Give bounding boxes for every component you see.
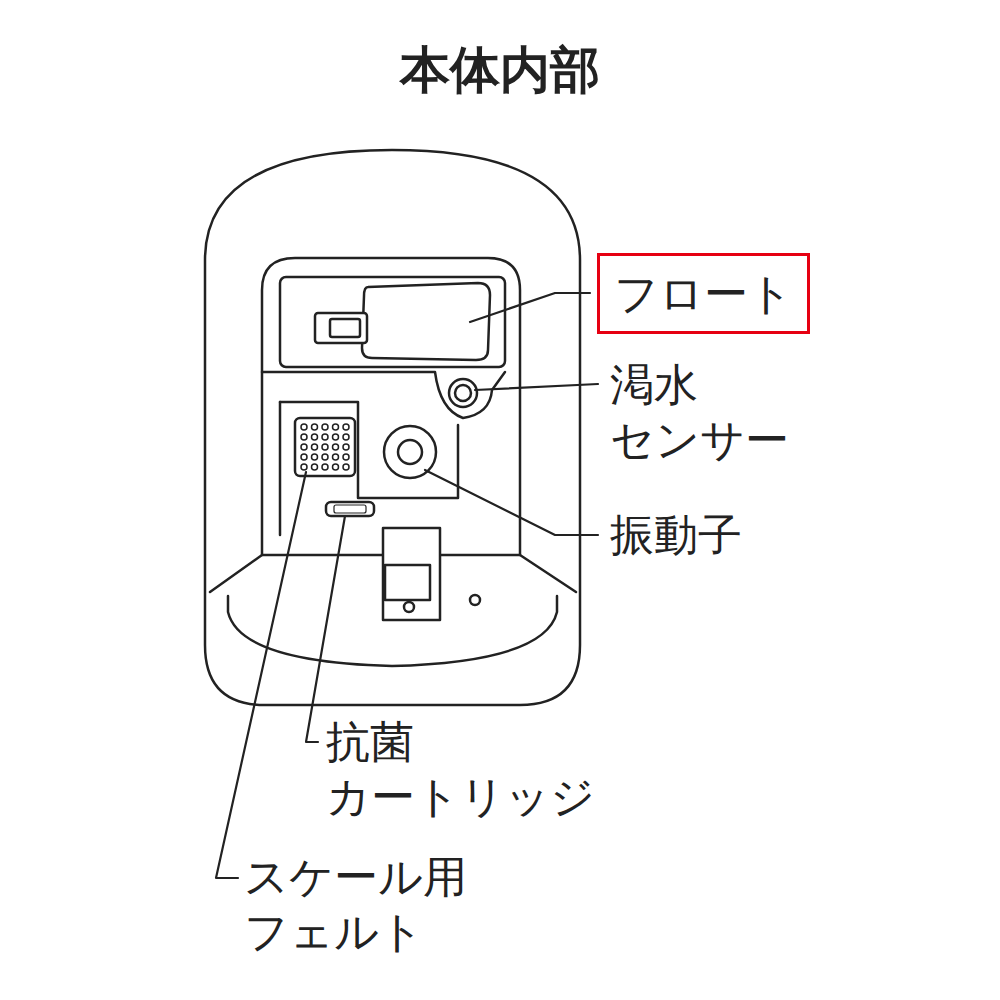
felt-dot [312,444,318,450]
tab [383,528,440,620]
part-label: フロート [614,266,793,321]
felt-dot [322,434,328,440]
leader-line [470,293,590,322]
cartridge-inner [334,505,366,513]
felt-dot [312,434,318,440]
felt-dots [301,424,349,470]
felt-dot [333,454,339,460]
felt-dot [333,444,339,450]
felt-dot [343,454,349,460]
felt-dot [333,434,339,440]
divider [262,372,505,418]
felt-dot [343,444,349,450]
felt-dot [322,464,328,470]
felt-dot [312,424,318,430]
title: 本体内部 [400,40,600,100]
base-hole [470,595,480,605]
felt-dot [322,444,328,450]
felt-dot [312,464,318,470]
felt-dot [343,464,349,470]
felt-dot [301,464,307,470]
tab-hole [404,602,414,612]
tab-window [385,565,430,600]
leader-line [425,470,598,535]
leader-line [475,384,598,390]
part-label: スケール用 フェルト [244,849,467,959]
felt-dot [301,434,307,440]
vibrator [384,426,436,478]
felt-dot [333,424,339,430]
cavity [262,258,520,555]
housing [205,150,580,705]
lower-side [279,402,282,535]
sensor-core [455,385,471,401]
sensor [449,379,477,407]
callout-box: フロート [597,253,810,334]
float-clip [315,313,367,343]
felt-dot [312,454,318,460]
vibrator-core [398,440,422,464]
lower-frame [280,402,458,498]
felt-dot [343,434,349,440]
part-label: 振動子 [610,507,742,562]
felt-dot [301,454,307,460]
part-label: 渇水 センサー [610,357,789,467]
felt-dot [322,454,328,460]
felt-dot [333,464,339,470]
felt-dot [343,424,349,430]
felt [295,418,355,476]
float-clip-inner [330,319,360,337]
leader-line [216,472,306,878]
felt-dot [322,424,328,430]
cartridge [326,502,374,516]
leader-line [306,516,345,742]
felt-dot [301,424,307,430]
felt-dot [301,444,307,450]
part-label: 抗菌 カートリッジ [326,714,595,824]
